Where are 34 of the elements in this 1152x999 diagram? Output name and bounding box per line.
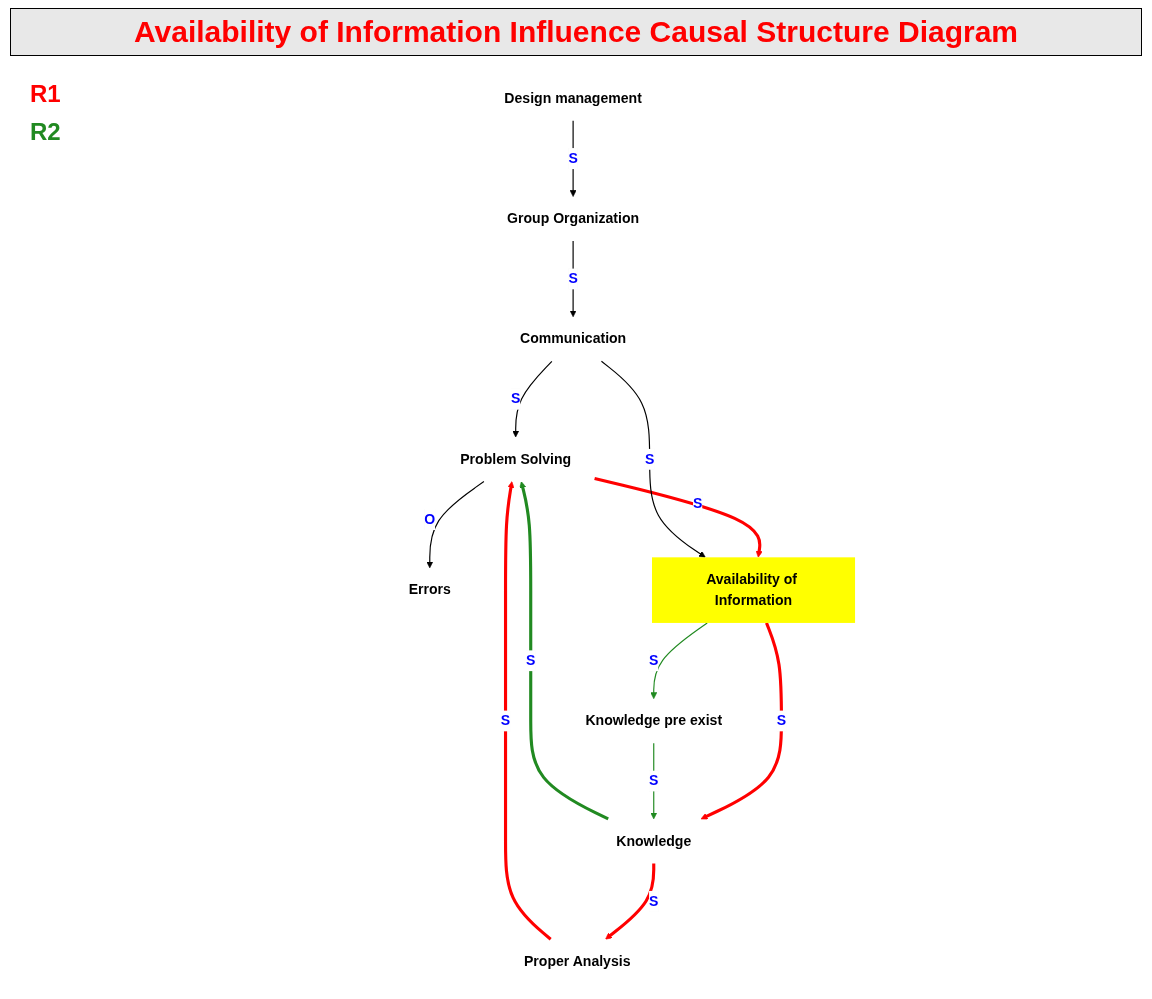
node-text: Knowledge	[616, 833, 692, 849]
node-text: Proper Analysis	[523, 953, 631, 969]
node-text: Design management	[504, 90, 642, 106]
node-text: Communication	[519, 330, 627, 347]
node-text: Knowledge pre exist	[585, 712, 722, 729]
edge-label: S	[644, 451, 655, 467]
edge-label: O	[424, 511, 436, 527]
arrow	[700, 622, 783, 820]
edge-label: S	[692, 495, 703, 511]
node-text: Group Organization	[506, 210, 639, 227]
arrow	[426, 481, 485, 569]
node-box: Availability of Information	[651, 557, 855, 623]
arrow	[519, 481, 609, 821]
loop-label: R2	[30, 118, 61, 146]
arrow	[650, 622, 708, 699]
edge-label: S	[568, 150, 578, 167]
node-text: Problem Solving	[460, 451, 571, 467]
edge-label: S	[776, 712, 786, 729]
edge-label: S	[568, 270, 578, 287]
arrow	[512, 360, 553, 438]
edge-label: S	[648, 652, 659, 669]
arrow	[600, 360, 706, 558]
arrow	[569, 120, 577, 197]
arrow	[594, 476, 763, 558]
edge-label: S	[500, 712, 511, 729]
edge-label: S	[510, 390, 521, 407]
edge-label: S	[648, 772, 659, 789]
arrow	[503, 481, 552, 941]
arrow	[605, 863, 656, 940]
loop-label: R1	[30, 80, 61, 108]
diagram-title: Availability of Information Influence Causal Structure Diagram	[10, 8, 1142, 56]
node-text: Errors	[408, 581, 451, 598]
edge-label: S	[648, 893, 659, 909]
edge-label: S	[525, 652, 536, 669]
